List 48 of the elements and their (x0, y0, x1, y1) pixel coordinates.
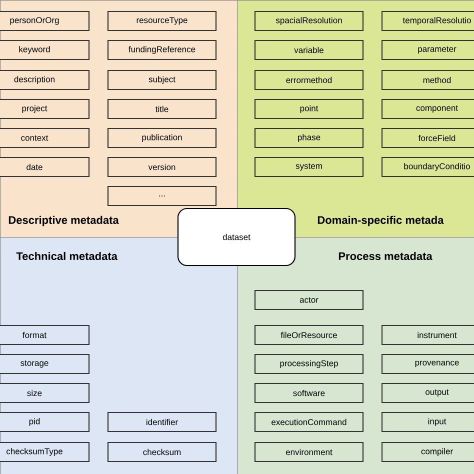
field-box: spacialResolution (254, 10, 364, 32)
field-box: phase (254, 128, 364, 148)
field-box: context (0, 128, 90, 148)
field-box: boundaryConditio (381, 156, 474, 178)
field-box: identifier (107, 412, 217, 432)
field-box: publication (107, 128, 217, 148)
field-box: checksumType (0, 442, 90, 462)
field-box: executionCommand (254, 412, 364, 432)
field-box: variable (254, 40, 364, 60)
field-box: personOrOrg (0, 10, 90, 32)
field-box: actor (254, 290, 364, 310)
field-box: resourceType (107, 10, 217, 32)
panel-heading: Descriptive metadata (8, 216, 119, 226)
field-box: temporalResolutio (381, 10, 474, 32)
field-box: project (0, 98, 90, 120)
dataset-box: dataset (177, 208, 296, 266)
field-box: parameter (381, 40, 474, 60)
panel-heading: Domain-specific metada (318, 216, 444, 226)
field-box: point (254, 98, 364, 120)
field-box: system (254, 156, 364, 178)
field-box: version (107, 156, 217, 178)
field-box: instrument (381, 324, 474, 346)
field-box: provenance (381, 354, 474, 374)
field-box: errormethod (254, 70, 364, 90)
field-box: processingStep (254, 354, 364, 374)
field-box: pid (0, 412, 90, 432)
field-box: title (107, 98, 217, 120)
field-box: checksum (107, 442, 217, 462)
field-box: fileOrResource (254, 324, 364, 346)
field-box: storage (0, 354, 90, 374)
field-box: forceField (381, 128, 474, 148)
field-box: subject (107, 70, 217, 90)
field-box: environment (254, 442, 364, 462)
field-box: format (0, 324, 90, 346)
panel-heading: Technical metadata (16, 252, 118, 260)
field-box: method (381, 70, 474, 90)
field-box: keyword (0, 40, 90, 60)
field-box: ... (107, 186, 217, 206)
field-box: description (0, 70, 90, 90)
field-box: fundingReference (107, 40, 217, 60)
field-box: input (381, 412, 474, 432)
field-box: size (0, 382, 90, 404)
field-box: compiler (381, 442, 474, 462)
field-box: software (254, 382, 364, 404)
field-box: date (0, 156, 90, 178)
panel-heading: Process metadata (338, 252, 432, 260)
field-box: output (381, 382, 474, 404)
field-box: component (381, 98, 474, 120)
